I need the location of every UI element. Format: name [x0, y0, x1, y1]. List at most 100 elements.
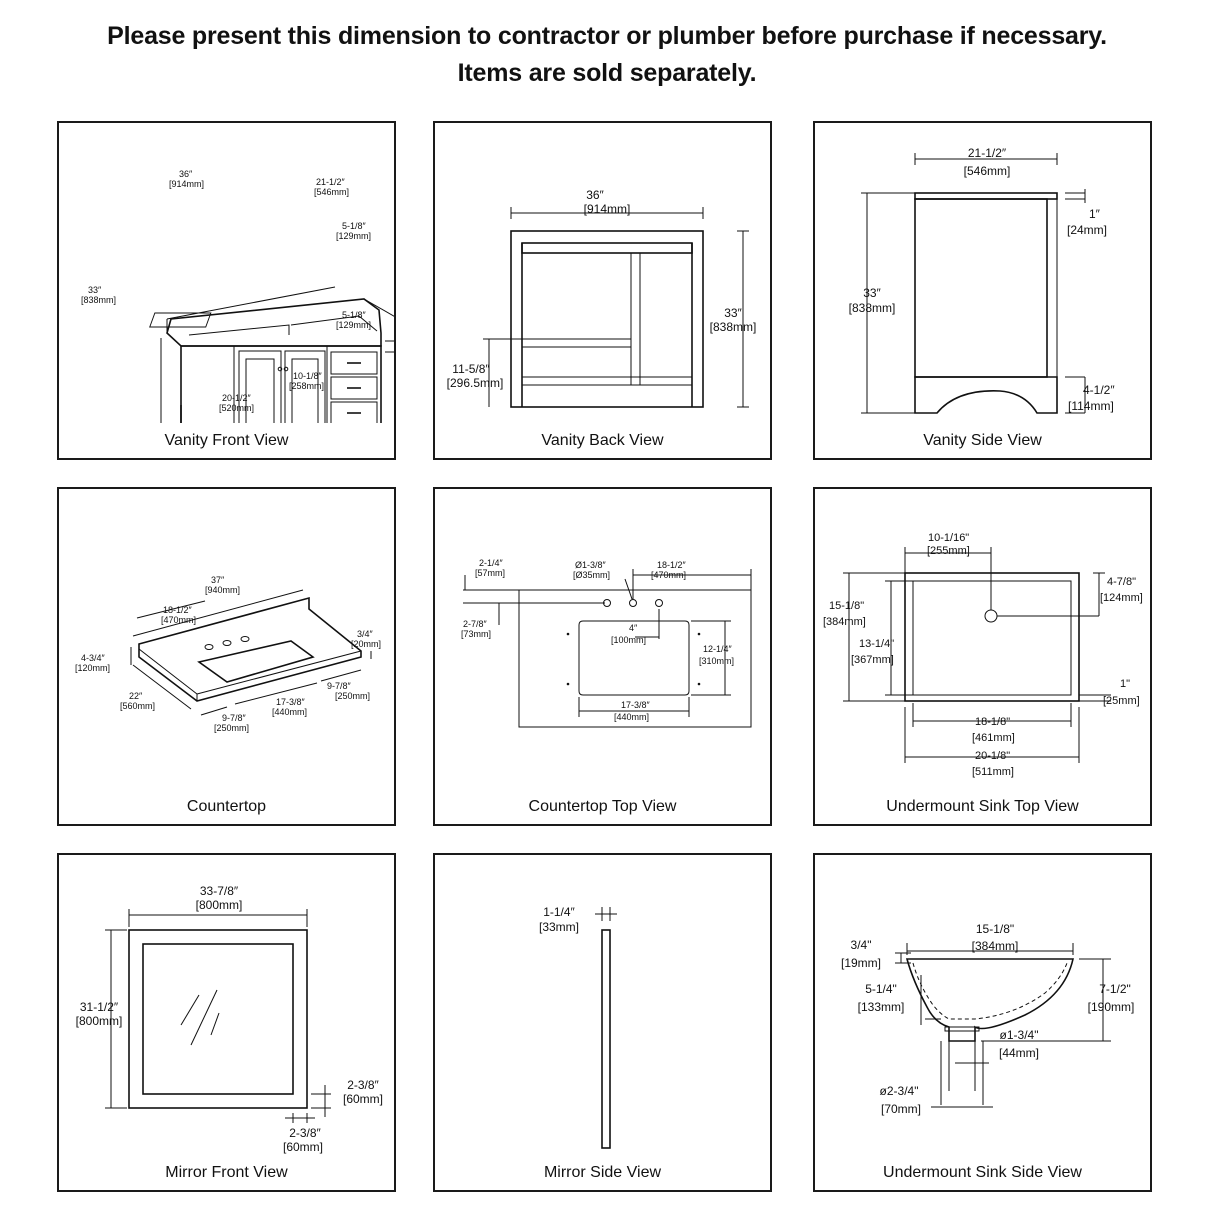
dim-width: 37″ — [211, 575, 225, 585]
dim-outer-width: 20-1/8" — [975, 750, 1010, 762]
svg-text:[470mm]: [470mm] — [651, 570, 686, 580]
dim-inner-depth: 13-1/4" — [859, 638, 894, 650]
panel-vanity-side: 21-1/2″ [546mm] 1″ [24mm] 33″ [838mm] 4-… — [813, 121, 1152, 460]
sink-side-labels: 15-1/8" [384mm] 3/4" [19mm] 7-1/2" [190m… — [841, 922, 1135, 1116]
svg-text:[914mm]: [914mm] — [584, 202, 631, 216]
panel-vanity-back: 36″ [914mm] 33″ [838mm] 11-5/8″ [296.5mm… — [433, 121, 772, 460]
vanity-side-labels: 21-1/2″ [546mm] 1″ [24mm] 33″ [838mm] 4-… — [849, 146, 1116, 413]
svg-text:[20mm]: [20mm] — [351, 639, 381, 649]
svg-text:[258mm]: [258mm] — [289, 381, 324, 391]
svg-text:[511mm]: [511mm] — [972, 766, 1014, 778]
dim-drain-diameter: ø1-3/4" — [1000, 1028, 1039, 1042]
dim-flange-diameter: ø2-3/4" — [880, 1084, 919, 1098]
countertop-labels: 37″ [940mm] 18-1/2″ [470mm] 3/4″ [20mm] … — [75, 575, 381, 733]
svg-text:[33mm]: [33mm] — [539, 920, 579, 934]
svg-text:[838mm]: [838mm] — [710, 320, 757, 334]
svg-text:[255mm]: [255mm] — [927, 545, 970, 557]
countertop-top-drawing — [463, 569, 752, 728]
svg-text:[310mm]: [310mm] — [699, 656, 734, 666]
faucet-hole-right — [655, 599, 663, 607]
sink-top-labels: 10-1/16" [255mm] 4-7/8" [124mm] 15-1/8" … — [823, 532, 1143, 778]
dim-height: 31-1/2″ — [80, 1000, 119, 1014]
dim-width: 36″ — [586, 188, 604, 202]
sink-outline — [578, 620, 690, 696]
svg-text:[838mm]: [838mm] — [81, 295, 116, 305]
glass-reflection — [180, 994, 200, 1026]
sink-cutout — [197, 640, 315, 683]
panel-sink-top: 10-1/16" [255mm] 4-7/8" [124mm] 15-1/8" … — [813, 487, 1152, 826]
dim-height: 33″ — [724, 306, 742, 320]
mirror-front-drawing — [105, 909, 331, 1123]
svg-text:[250mm]: [250mm] — [214, 723, 249, 733]
svg-text:[250mm]: [250mm] — [335, 691, 370, 701]
svg-text:[70mm]: [70mm] — [881, 1102, 921, 1116]
dim-hole-offset: 2-7/8″ — [463, 619, 488, 629]
vanity-back-labels: 36″ [914mm] 33″ [838mm] 11-5/8″ [296.5mm… — [447, 188, 757, 390]
caption-mirror-side: Mirror Side View — [543, 1164, 662, 1181]
caption-vanity-side: Vanity Side View — [923, 432, 1042, 449]
vanity-back-drawing — [483, 207, 749, 408]
svg-text:[44mm]: [44mm] — [999, 1046, 1039, 1060]
svg-text:[190mm]: [190mm] — [1088, 1000, 1135, 1014]
dim-depth: 21-1/2″ — [316, 177, 346, 187]
dim-inner-width: 18-1/8" — [975, 716, 1010, 728]
countertop-top-labels: 2-1/4″ [57mm] Ø1-3/8″ [Ø35mm] 18-1/2″ [4… — [461, 558, 734, 722]
dim-frame-side: 2-3/8″ — [347, 1078, 379, 1092]
panel-mirror-side: 1-1/4″ [33mm] Mirror Side View — [433, 853, 772, 1192]
dim-depth: 21-1/2″ — [968, 146, 1007, 160]
dim-sink-width: 15-1/8" — [976, 922, 1014, 936]
svg-text:[124mm]: [124mm] — [1100, 592, 1143, 604]
svg-text:[25mm]: [25mm] — [1103, 695, 1140, 707]
svg-text:[384mm]: [384mm] — [823, 616, 866, 628]
svg-text:[19mm]: [19mm] — [841, 956, 881, 970]
dim-height: 33″ — [88, 285, 102, 295]
svg-text:[Ø35mm]: [Ø35mm] — [573, 570, 610, 580]
caption-countertop: Countertop — [186, 798, 267, 815]
mirror-frame — [128, 929, 308, 1109]
vanity-front-labels: 36″ [914mm] 21-1/2″ [546mm] 5-1/8″ [129m… — [81, 169, 371, 413]
vanity-body — [180, 345, 382, 423]
svg-text:[560mm]: [560mm] — [120, 701, 155, 711]
svg-text:[24mm]: [24mm] — [1067, 223, 1107, 237]
header: Please present this dimension to contrac… — [0, 18, 1214, 92]
header-line-2: Items are sold separately. — [457, 59, 757, 87]
svg-text:[114mm]: [114mm] — [1068, 399, 1114, 413]
dim-bowl-depth: 7-1/2" — [1099, 982, 1131, 996]
dim-rim-thickness: 3/4" — [851, 938, 872, 952]
svg-text:[800mm]: [800mm] — [196, 898, 243, 912]
dim-sink-width: 17-3/8″ — [621, 700, 651, 710]
svg-text:[470mm]: [470mm] — [161, 615, 196, 625]
svg-text:[60mm]: [60mm] — [343, 1092, 383, 1106]
dim-sink-depth: 12-1/4″ — [703, 644, 733, 654]
svg-text:[296.5mm]: [296.5mm] — [447, 376, 504, 390]
panel-sink-side: 15-1/8" [384mm] 3/4" [19mm] 7-1/2" [190m… — [813, 853, 1152, 1192]
dim-hole-to-edge: 18-1/2″ — [657, 560, 687, 570]
dim-door-width: 20-1/2″ — [222, 393, 252, 403]
dim-inner-depth: 5-1/4" — [865, 982, 897, 996]
caption-mirror-front: Mirror Front View — [165, 1164, 288, 1181]
mirror-side-drawing — [595, 907, 617, 1149]
dim-rim: 1" — [1120, 678, 1130, 690]
caption-sink-side: Undermount Sink Side View — [883, 1164, 1082, 1181]
mirror-profile — [601, 929, 611, 1149]
dim-faucet-offset: 18-1/2″ — [163, 605, 193, 615]
vanity-side-drawing — [861, 153, 1086, 414]
sink-bowl-profile — [905, 958, 1074, 1042]
dim-base-height: 4-1/2″ — [1083, 383, 1115, 397]
dim-hole-diameter: Ø1-3/8″ — [575, 560, 607, 570]
dim-drain-depth: 4-7/8" — [1107, 576, 1136, 588]
dim-frame-bottom: 2-3/8″ — [289, 1126, 321, 1140]
panel-mirror-front: 33-7/8″ [800mm] 31-1/2″ [800mm] 2-3/8″ [… — [57, 853, 396, 1192]
svg-text:[384mm]: [384mm] — [972, 939, 1019, 953]
caption-sink-top: Undermount Sink Top View — [886, 798, 1079, 815]
svg-text:[940mm]: [940mm] — [205, 585, 240, 595]
dim-right-offset: 9-7/8″ — [327, 681, 352, 691]
dim-drawer-height-2: 5-1/8″ — [342, 310, 367, 320]
dim-drawer-height: 5-1/8″ — [342, 221, 367, 231]
svg-text:[60mm]: [60mm] — [283, 1140, 323, 1154]
svg-text:[129mm]: [129mm] — [336, 231, 371, 241]
sink-side-drawing — [895, 943, 1111, 1108]
dim-thickness: 3/4″ — [357, 629, 374, 639]
svg-text:[440mm]: [440mm] — [614, 712, 649, 722]
dim-hole-spacing: 4″ — [629, 623, 638, 633]
